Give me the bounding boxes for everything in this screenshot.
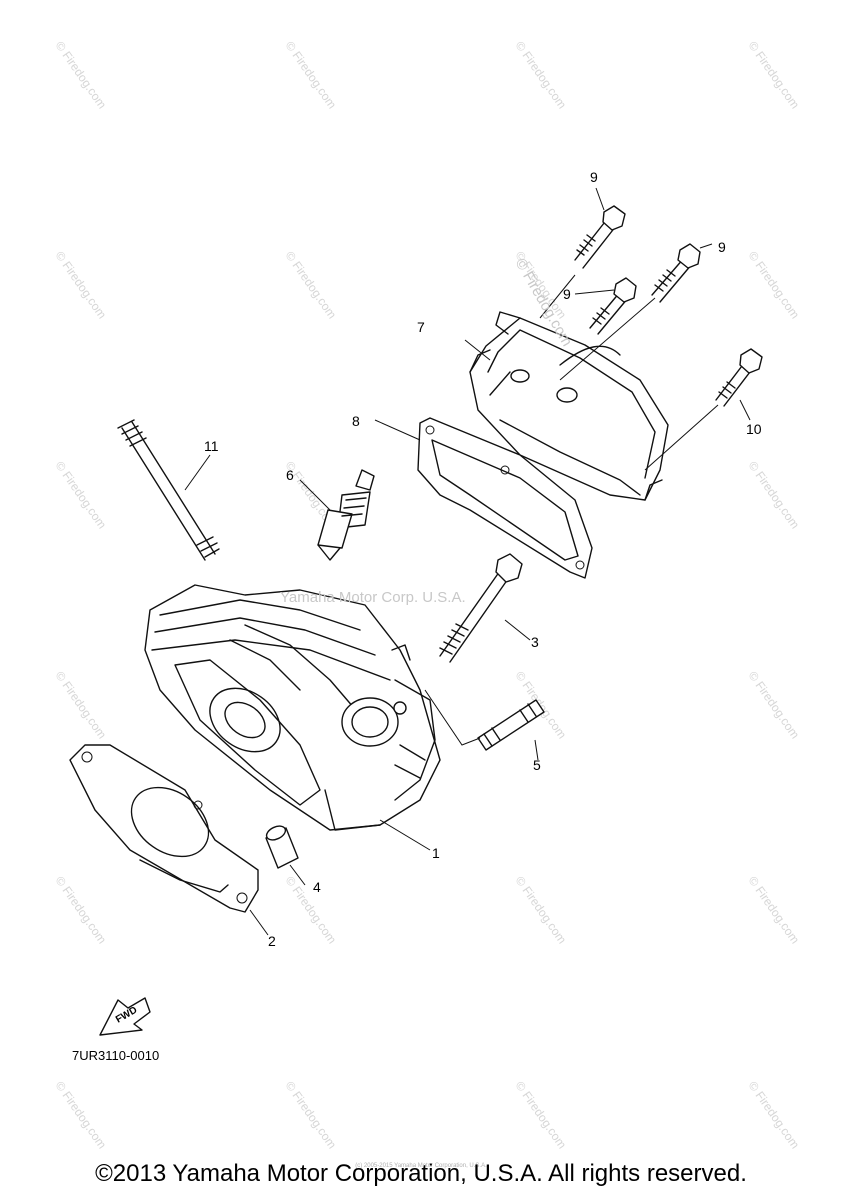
callout-8: 8	[352, 413, 360, 429]
watermark-firedog: © Firedog.com	[513, 874, 570, 947]
callout-9-middle: 9	[563, 286, 571, 302]
part-8-cover-gasket[interactable]	[417, 417, 593, 579]
leader-lines	[184, 187, 751, 936]
part-9-bolt-b[interactable]	[651, 243, 701, 303]
watermark-firedog: © Firedog.com	[746, 874, 803, 947]
callout-2: 2	[268, 933, 276, 949]
callout-5: 5	[533, 757, 541, 773]
watermark-firedog: © Firedog.com	[53, 669, 110, 742]
part-3-bolt[interactable]	[439, 553, 523, 663]
watermark-firedog: © Firedog.com	[513, 669, 570, 742]
fwd-arrow-icon: FWD	[99, 997, 151, 1036]
watermark-firedog: © Firedog.com	[53, 249, 110, 322]
part-7-head-cover[interactable]	[469, 311, 669, 501]
watermark-firedog: © Firedog.com	[746, 249, 803, 322]
callout-1: 1	[432, 845, 440, 861]
part-6-spark-plug[interactable]	[317, 469, 375, 561]
watermark-firedog: © Firedog.com	[283, 874, 340, 947]
callout-3: 3	[531, 634, 539, 650]
watermark-firedog: © Firedog.com	[746, 1079, 803, 1152]
callout-6: 6	[286, 467, 294, 483]
callout-4: 4	[313, 879, 321, 895]
watermark-firedog: © Firedog.com	[53, 1079, 110, 1152]
watermark-firedog: © Firedog.com	[53, 874, 110, 947]
diagram-code: 7UR3110-0010	[72, 1048, 159, 1063]
watermark-firedog: © Firedog.com	[53, 39, 110, 112]
watermark-firedog: © Firedog.com	[746, 39, 803, 112]
part-9-bolt-c[interactable]	[589, 277, 637, 335]
watermark-firedog: © Firedog.com	[746, 669, 803, 742]
callout-11: 11	[204, 438, 219, 454]
watermark-firedog: © Firedog.com	[283, 249, 340, 322]
footer-small-text: (c) 2005-2015 Yamaha Motor Corporation, …	[355, 1163, 487, 1169]
callout-9-top: 9	[590, 169, 598, 185]
part-4-dowel[interactable]	[264, 823, 299, 869]
callout-7: 7	[417, 319, 425, 335]
watermark-firedog: © Firedog.com	[513, 1079, 570, 1152]
watermark-firedog: © Firedog.com	[513, 39, 570, 112]
callout-9-right: 9	[718, 239, 726, 255]
part-5-stud[interactable]	[477, 699, 545, 751]
part-2-head-gasket[interactable]	[69, 744, 259, 913]
part-11-stud[interactable]	[117, 419, 220, 561]
watermark-firedog: © Firedog.com	[283, 39, 340, 112]
callout-10: 10	[746, 421, 762, 437]
part-10-bolt[interactable]	[715, 348, 763, 407]
watermark-yamaha: Yamaha Motor Corp. U.S.A.	[280, 589, 466, 606]
watermark-firedog: © Firedog.com	[746, 459, 803, 532]
part-1-cylinder-head[interactable]	[144, 584, 441, 831]
footer-copyright: ©2013 Yamaha Motor Corporation, U.S.A. A…	[95, 1160, 747, 1187]
callout-numbers: 1 2 3 4 5 6 7 8 9 9 9 10 11	[204, 169, 762, 949]
part-9-bolt-a[interactable]	[574, 205, 626, 269]
watermark-firedog: © Firedog.com	[53, 459, 110, 532]
watermark-firedog: © Firedog.com	[283, 1079, 340, 1152]
